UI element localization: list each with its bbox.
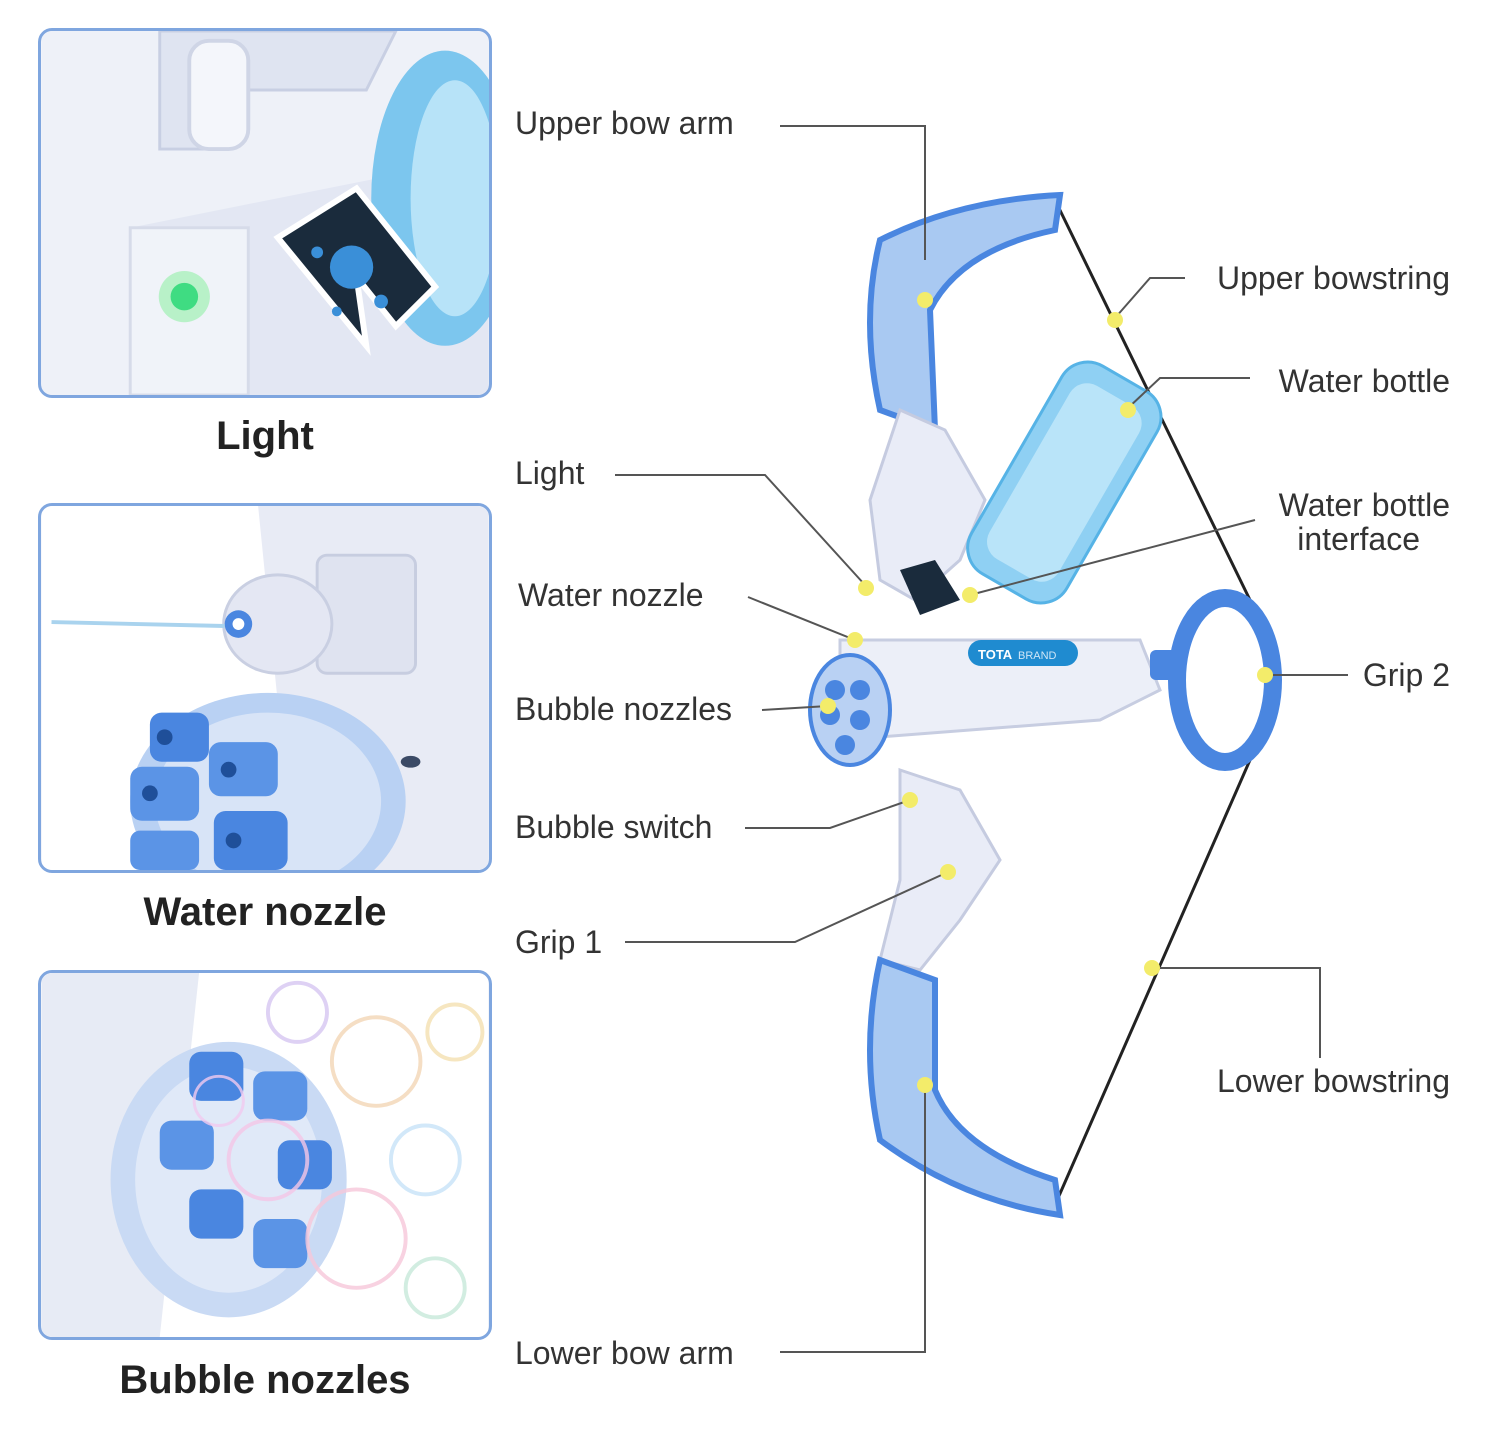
bubble-nozzles-detail-panel	[38, 970, 492, 1340]
water-nozzle-closeup-illustration	[41, 506, 489, 870]
label-water-nozzle: Water nozzle	[518, 577, 704, 613]
dot-grip-1	[940, 864, 956, 880]
leader-light	[615, 474, 866, 586]
label-grip-2: Grip 2	[1363, 657, 1450, 693]
leader-grip-1	[625, 871, 949, 943]
dot-lower-bowstring	[1144, 960, 1160, 976]
dot-water-bottle	[1120, 402, 1136, 418]
leader-upper-bowstring	[1114, 277, 1185, 319]
dot-upper-bow-arm	[917, 292, 933, 308]
label-water-bottle: Water bottle	[1279, 363, 1450, 399]
brand-name: TOTA	[978, 647, 1013, 662]
leader-bubble-switch	[745, 799, 911, 829]
bubble-nozzles-caption: Bubble nozzles	[119, 1358, 411, 1402]
dot-water-nozzle	[847, 632, 863, 648]
dot-lower-bow-arm	[917, 1077, 933, 1093]
label-water-bottle-interface-line1: Water bottle	[1279, 487, 1450, 523]
light-detail-panel	[38, 28, 492, 398]
label-bubble-switch: Bubble switch	[515, 809, 712, 845]
leader-water-nozzle	[747, 596, 856, 641]
dot-bubble-nozzles	[820, 698, 836, 714]
dot-upper-bowstring	[1107, 312, 1123, 328]
dot-bubble-switch	[902, 792, 918, 808]
dot-grip-2	[1257, 667, 1273, 683]
label-light: Light	[515, 455, 585, 491]
bubble-nozzles-closeup-illustration	[41, 973, 489, 1337]
bow-toy-illustration: TOTA BRAND	[808, 191, 1282, 1219]
label-lower-bow-arm: Lower bow arm	[515, 1335, 734, 1371]
leader-water-bottle-interface	[969, 519, 1256, 596]
label-upper-bow-arm: Upper bow arm	[515, 105, 734, 141]
brand-sub: BRAND	[1018, 650, 1057, 662]
leader-bubble-nozzles	[761, 705, 829, 711]
brand-badge	[968, 640, 1078, 666]
dot-light	[858, 580, 874, 596]
label-bubble-nozzles: Bubble nozzles	[515, 691, 732, 727]
label-grip-1: Grip 1	[515, 924, 602, 960]
leader-lower-bow-arm	[780, 1085, 926, 1353]
label-lower-bowstring: Lower bowstring	[1217, 1063, 1450, 1099]
lower-bowstring-line	[1053, 759, 1252, 1206]
water-nozzle-caption: Water nozzle	[143, 890, 387, 934]
water-nozzle-detail-panel	[38, 503, 492, 873]
label-upper-bowstring: Upper bowstring	[1217, 260, 1450, 296]
light-closeup-illustration	[41, 31, 489, 395]
label-water-bottle-interface-line2: interface	[1297, 521, 1420, 557]
dot-water-bottle-interface	[962, 587, 978, 603]
leader-water-bottle	[1127, 377, 1250, 409]
leader-lower-bowstring	[1152, 967, 1321, 1058]
leader-upper-bow-arm	[780, 125, 926, 260]
light-caption: Light	[216, 414, 314, 458]
